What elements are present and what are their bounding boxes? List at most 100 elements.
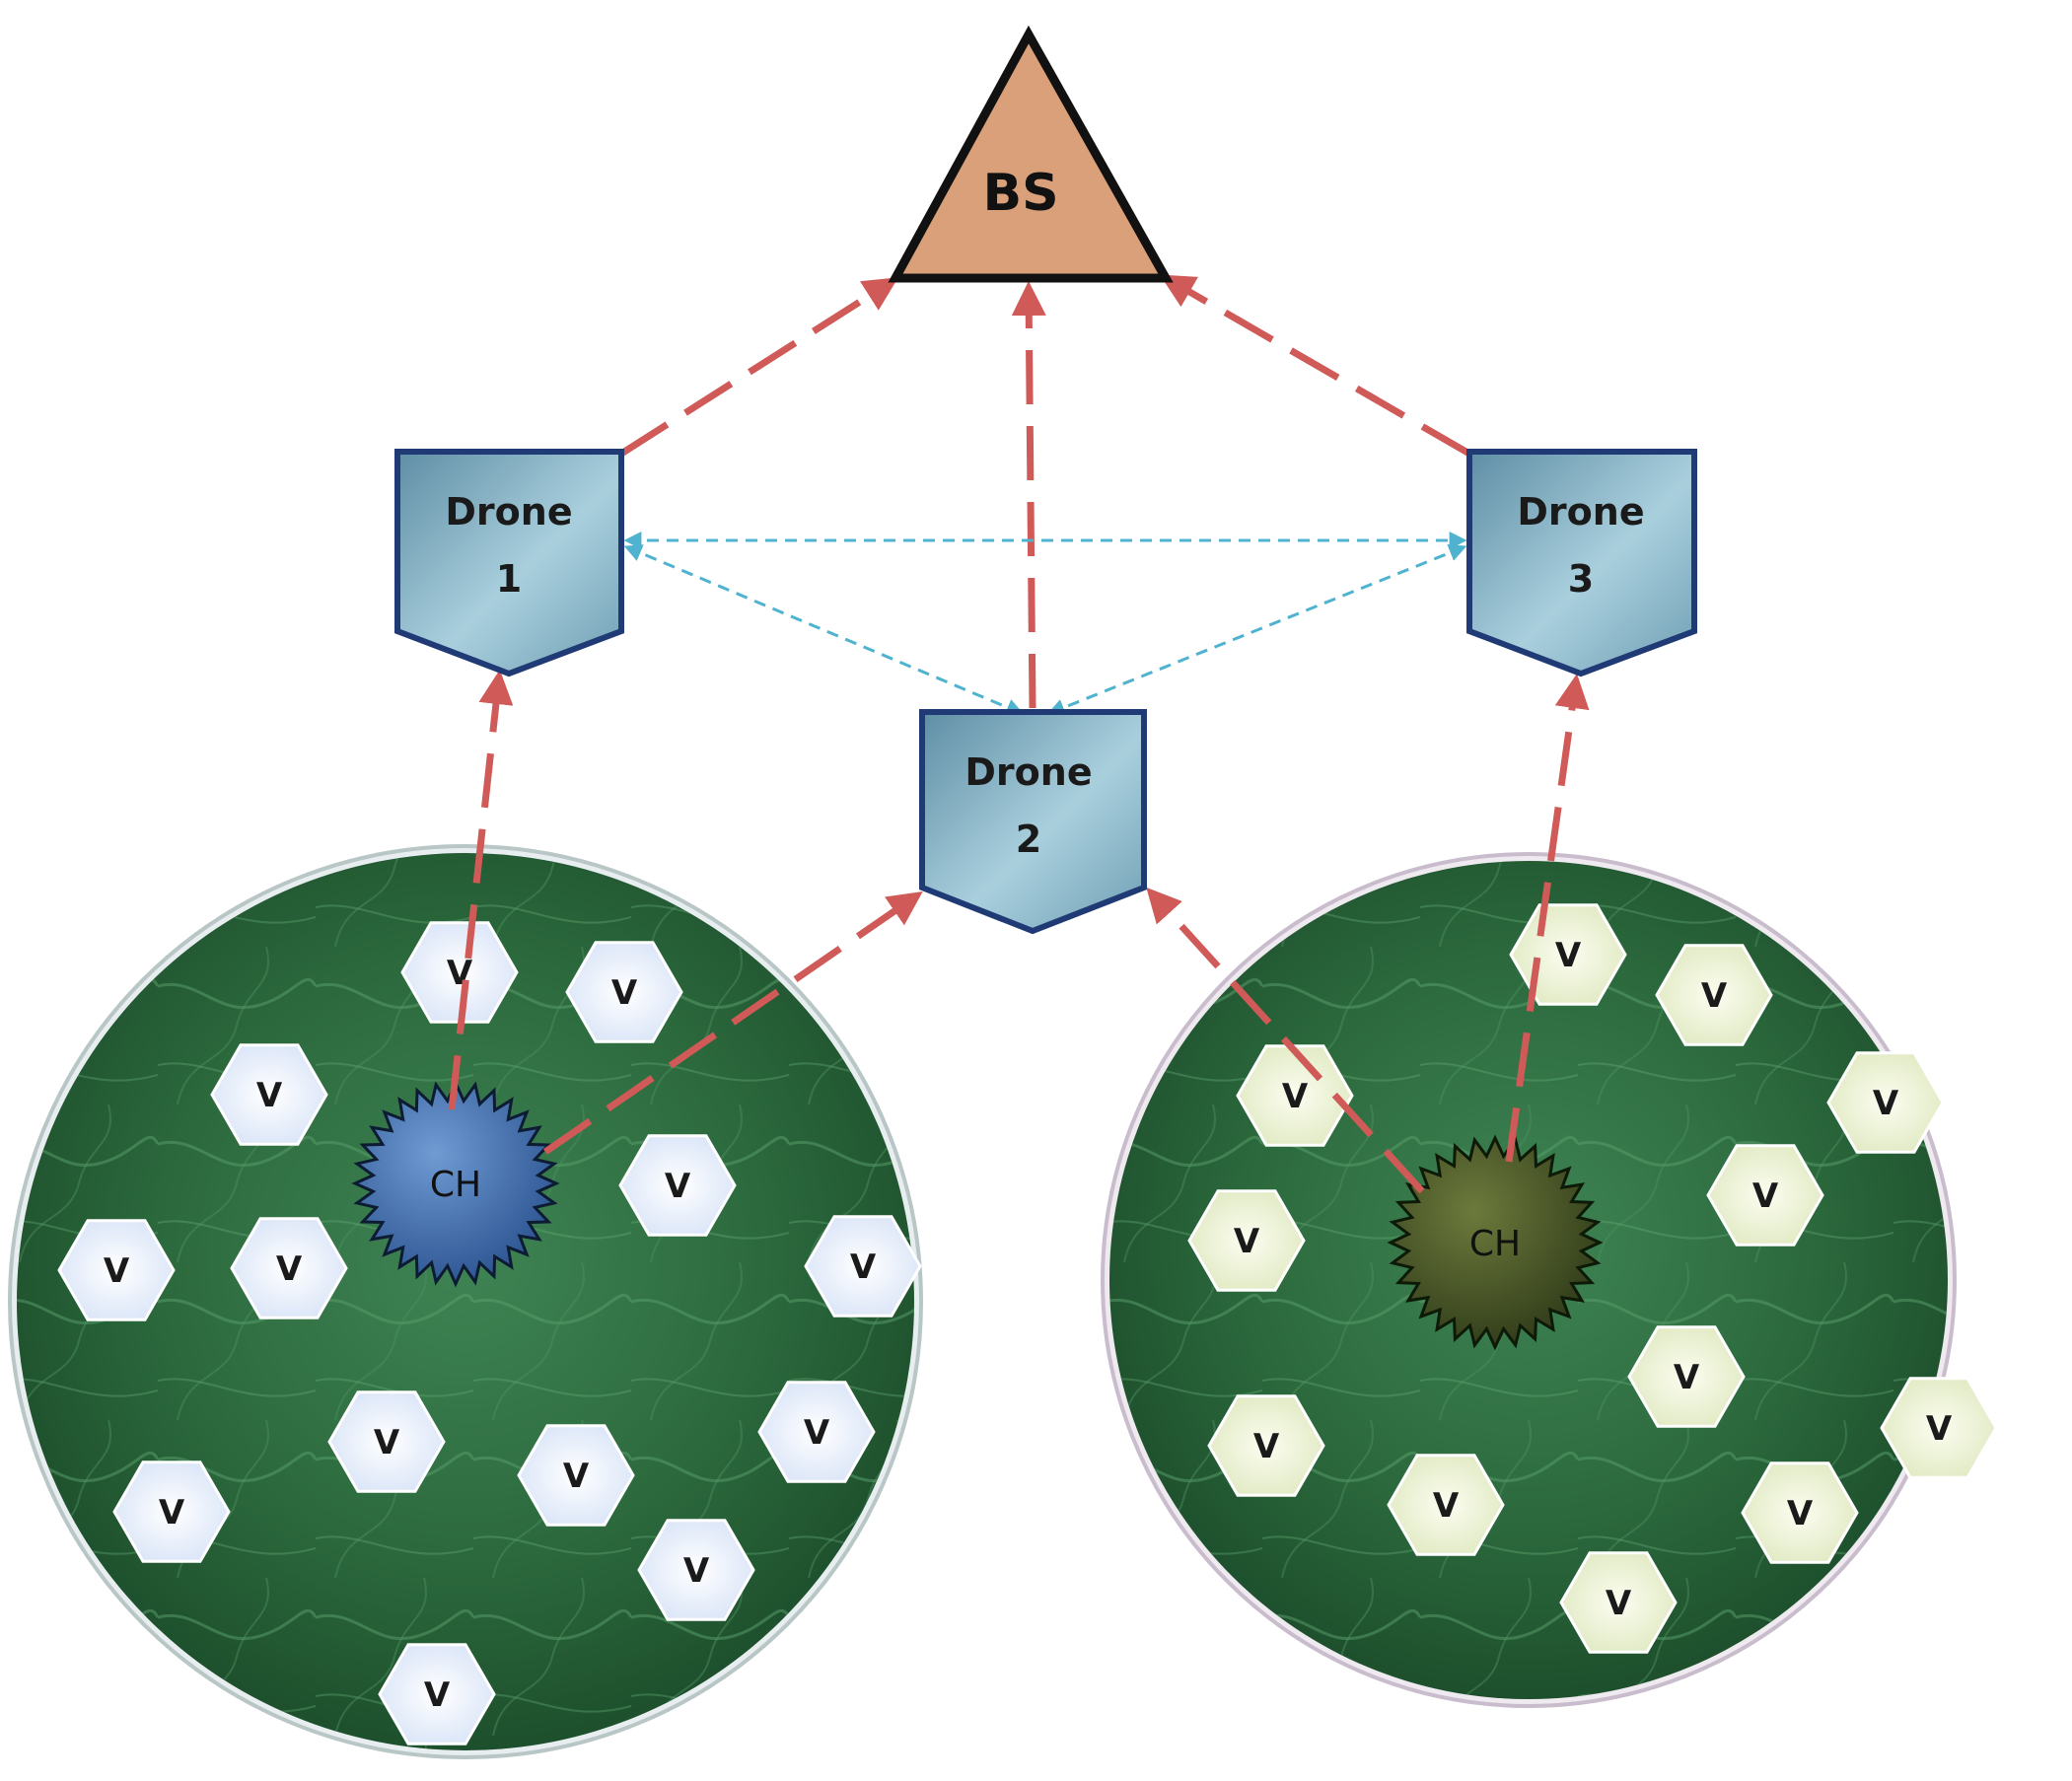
vehicle-hexagon bbox=[1706, 1144, 1824, 1247]
vehicle-label: V bbox=[276, 1249, 303, 1289]
cluster-head-label-right: CH bbox=[1469, 1224, 1521, 1264]
vehicle-label: V bbox=[683, 1551, 710, 1591]
vehicle-label: V bbox=[424, 1675, 451, 1715]
drone-3: Drone 3 bbox=[1466, 449, 1697, 677]
cluster-left: V V V V V V V V V V V V V CH bbox=[8, 844, 923, 1759]
left-vehicle-1: V bbox=[400, 921, 519, 1024]
vehicle-label: V bbox=[1282, 1077, 1309, 1116]
vehicle-hexagon bbox=[1655, 944, 1773, 1046]
right-vehicle-9: V bbox=[1387, 1454, 1505, 1556]
vehicle-label: V bbox=[1606, 1584, 1632, 1623]
drone-3-label-line1: Drone bbox=[1517, 490, 1644, 534]
drone-2-label-line2: 2 bbox=[1016, 818, 1041, 861]
vehicle-hexagon bbox=[618, 1134, 737, 1237]
vehicle-label: V bbox=[611, 973, 638, 1013]
left-vehicle-7: V bbox=[804, 1215, 922, 1318]
vehicle-hexagon bbox=[1187, 1189, 1306, 1292]
cluster-head-left: CH bbox=[351, 1079, 560, 1288]
left-vehicle-2: V bbox=[565, 941, 683, 1043]
vehicle-label: V bbox=[1701, 976, 1728, 1016]
vehicle-hexagon bbox=[1880, 1377, 1998, 1479]
vehicle-hexagon bbox=[517, 1424, 635, 1527]
vehicle-hexagon bbox=[1559, 1551, 1678, 1654]
vehicle-label: V bbox=[563, 1457, 590, 1496]
right-vehicle-8: V bbox=[1207, 1394, 1325, 1497]
link-ch-right-to-drone3 bbox=[1505, 674, 1590, 1163]
right-vehicle-4: V bbox=[1826, 1051, 1945, 1154]
cluster-head-label-left: CH bbox=[430, 1165, 481, 1205]
right-vehicle-7: V bbox=[1627, 1325, 1746, 1428]
vehicle-label: V bbox=[256, 1076, 283, 1115]
drone-2: Drone 2 bbox=[919, 709, 1147, 935]
vehicle-label: V bbox=[665, 1167, 691, 1206]
vehicle-hexagon bbox=[378, 1643, 496, 1745]
left-vehicle-6: V bbox=[230, 1217, 348, 1319]
right-vehicle-10: V bbox=[1880, 1377, 1998, 1479]
drone-3-label-line2: 3 bbox=[1568, 557, 1594, 601]
left-vehicle-13: V bbox=[378, 1643, 496, 1745]
drone-1: Drone 1 bbox=[394, 449, 624, 677]
vehicle-label: V bbox=[1234, 1222, 1260, 1261]
vehicle-hexagon bbox=[210, 1043, 328, 1146]
vehicle-label: V bbox=[1926, 1409, 1953, 1449]
left-vehicle-9: V bbox=[757, 1381, 876, 1483]
drone-1-label-line2: 1 bbox=[496, 557, 522, 601]
vehicle-label: V bbox=[1752, 1176, 1779, 1216]
vehicle-label: V bbox=[1674, 1358, 1700, 1397]
right-vehicle-11: V bbox=[1741, 1461, 1859, 1564]
vehicle-label: V bbox=[850, 1247, 877, 1287]
vehicle-hexagon bbox=[757, 1381, 876, 1483]
vehicle-label: V bbox=[159, 1493, 185, 1532]
link-ch-right-to-drone2 bbox=[1146, 887, 1425, 1194]
vehicle-hexagon bbox=[1826, 1051, 1945, 1154]
left-vehicle-3: V bbox=[210, 1043, 328, 1146]
vehicle-hexagon bbox=[1236, 1044, 1354, 1147]
vehicle-hexagon bbox=[327, 1390, 446, 1493]
vehicle-label: V bbox=[104, 1251, 130, 1291]
vehicle-hexagon bbox=[1387, 1454, 1505, 1556]
vehicle-label: V bbox=[374, 1423, 400, 1462]
vehicle-group-left: V V V V V V V V V V V V V bbox=[57, 921, 922, 1745]
vehicle-hexagon bbox=[57, 1219, 176, 1321]
vehicle-label: V bbox=[1873, 1084, 1899, 1123]
drone-1-label-line1: Drone bbox=[445, 490, 572, 534]
vehicle-hexagon bbox=[1627, 1325, 1746, 1428]
cluster-head-right: CH bbox=[1387, 1134, 1604, 1351]
vehicle-label: V bbox=[1787, 1494, 1814, 1533]
vehicle-label: V bbox=[1433, 1486, 1460, 1526]
vehicle-label: V bbox=[1555, 936, 1582, 975]
drone-2-label-line1: Drone bbox=[965, 750, 1092, 794]
vehicle-label: V bbox=[447, 954, 473, 993]
right-vehicle-2: V bbox=[1655, 944, 1773, 1046]
vehicle-hexagon bbox=[565, 941, 683, 1043]
right-vehicle-3: V bbox=[1236, 1044, 1354, 1147]
left-vehicle-8: V bbox=[327, 1390, 446, 1493]
vehicle-label: V bbox=[1253, 1427, 1280, 1466]
link-drone2-to-bs bbox=[1011, 281, 1046, 709]
left-vehicle-5: V bbox=[57, 1219, 176, 1321]
vehicle-hexagon bbox=[637, 1519, 755, 1621]
vehicle-group-right: V V V V V V V V V V V V bbox=[1187, 903, 1998, 1654]
right-vehicle-6: V bbox=[1187, 1189, 1306, 1292]
vehicle-hexagon bbox=[400, 921, 519, 1024]
vehicle-hexagon bbox=[230, 1217, 348, 1319]
vehicle-hexagon bbox=[1741, 1461, 1859, 1564]
left-vehicle-10: V bbox=[517, 1424, 635, 1527]
link-drone1-drone2 bbox=[623, 544, 1025, 716]
right-vehicle-5: V bbox=[1706, 1144, 1824, 1247]
base-station: BS bbox=[888, 25, 1174, 283]
left-vehicle-4: V bbox=[618, 1134, 737, 1237]
vehicle-hexagon bbox=[112, 1460, 231, 1563]
left-vehicle-11: V bbox=[112, 1460, 231, 1563]
vehicle-hexagon bbox=[804, 1215, 922, 1318]
left-vehicle-12: V bbox=[637, 1519, 755, 1621]
links bbox=[448, 274, 1590, 1194]
right-vehicle-12: V bbox=[1559, 1551, 1678, 1654]
vehicle-hexagon bbox=[1207, 1394, 1325, 1497]
link-drone3-to-bs bbox=[1159, 274, 1471, 458]
link-drone1-to-bs bbox=[619, 277, 898, 457]
link-drone3-drone2 bbox=[1046, 544, 1467, 716]
vehicle-label: V bbox=[804, 1413, 830, 1453]
base-station-label: BS bbox=[982, 164, 1058, 223]
